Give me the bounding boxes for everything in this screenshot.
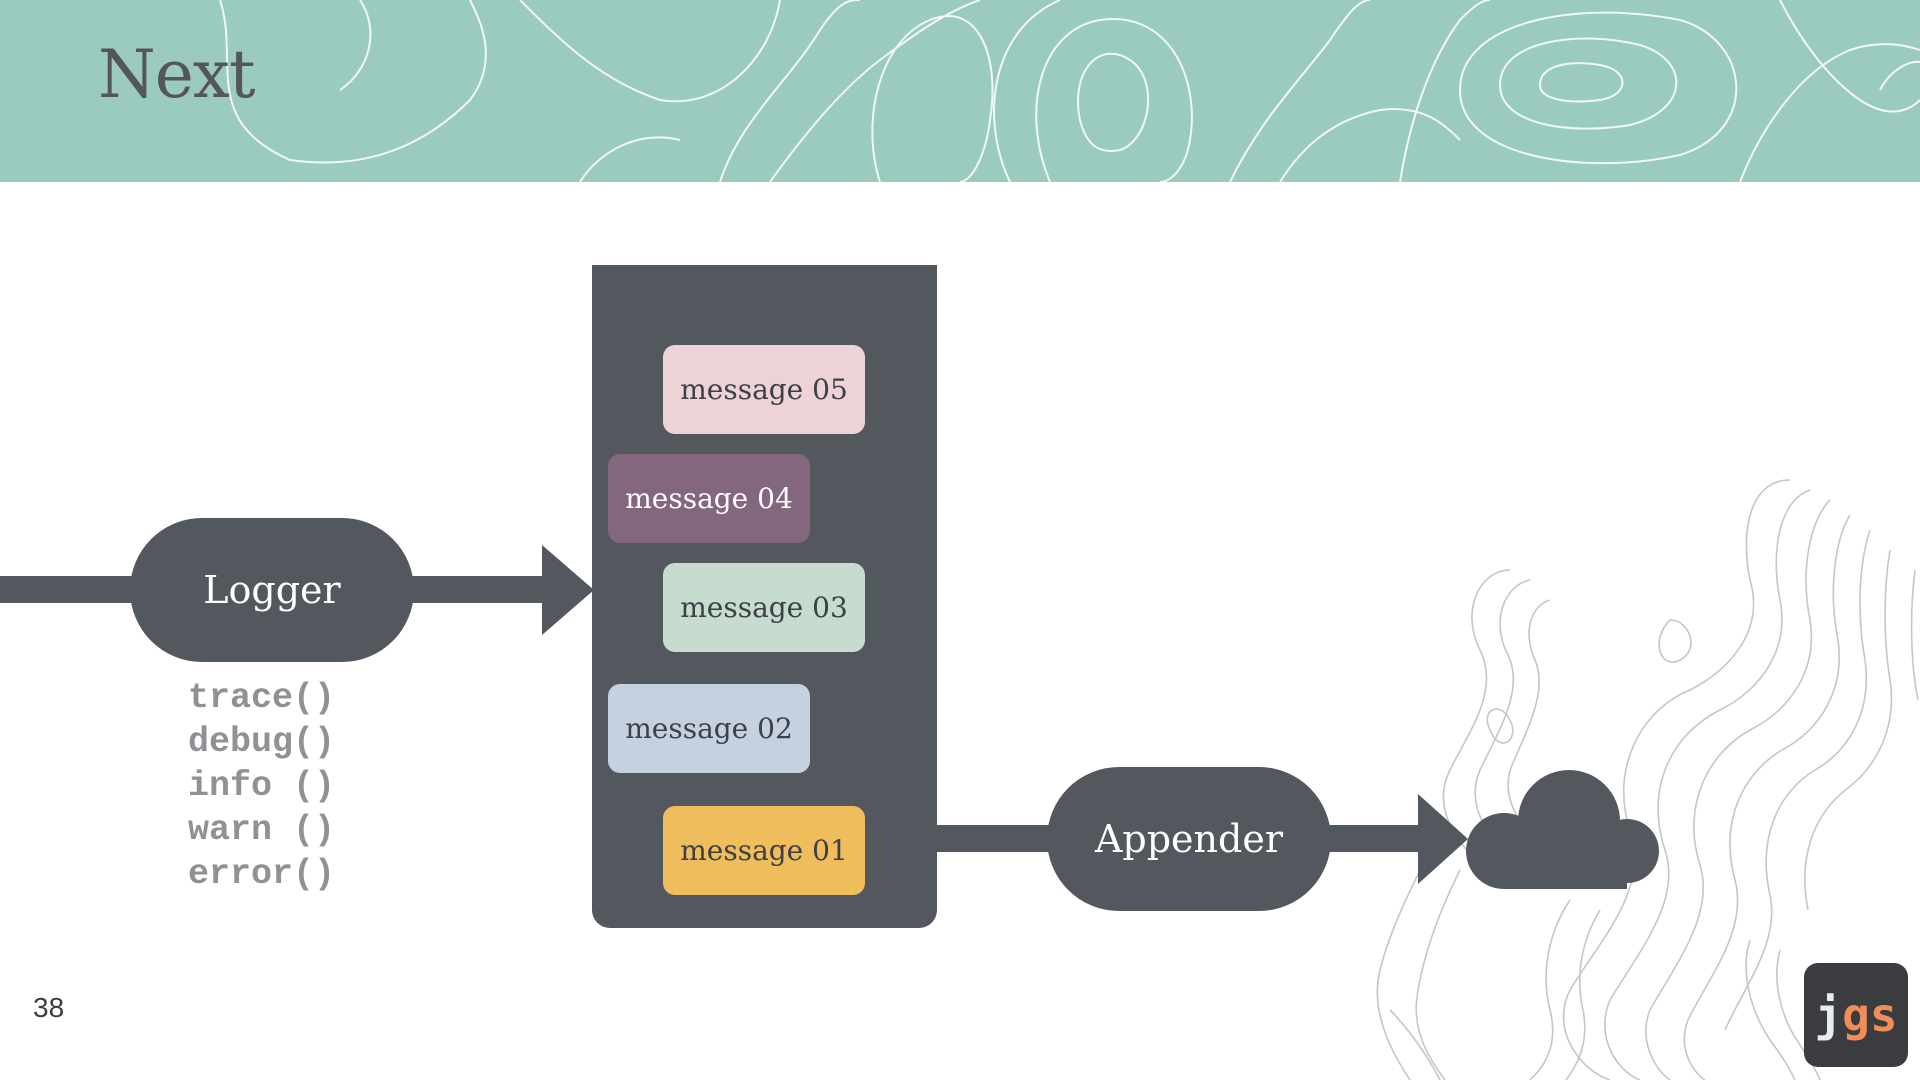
message-03: message 03 bbox=[663, 563, 865, 652]
slide-title: Next bbox=[98, 36, 256, 113]
logger-arrow-head bbox=[542, 545, 594, 635]
method-error: error() bbox=[188, 854, 336, 894]
method-info: info () bbox=[188, 766, 336, 806]
logger-methods: trace() debug() info () warn () error() bbox=[188, 676, 335, 896]
message-05: message 05 bbox=[663, 345, 865, 434]
method-trace: trace() bbox=[188, 678, 336, 718]
header-banner: Next bbox=[0, 0, 1920, 182]
topographic-decoration bbox=[1376, 479, 1919, 1080]
message-02: message 02 bbox=[608, 684, 810, 773]
page-number: 38 bbox=[33, 992, 65, 1023]
logger-node: Logger bbox=[130, 518, 414, 662]
appender-arrow-head bbox=[1418, 794, 1468, 884]
message-01: message 01 bbox=[663, 806, 865, 895]
cloud-icon bbox=[1466, 770, 1659, 889]
appender-node: Appender bbox=[1047, 767, 1331, 911]
method-warn: warn () bbox=[188, 810, 336, 850]
method-debug: debug() bbox=[188, 722, 336, 762]
topographic-pattern bbox=[219, 0, 1920, 182]
message-04: message 04 bbox=[608, 454, 810, 543]
